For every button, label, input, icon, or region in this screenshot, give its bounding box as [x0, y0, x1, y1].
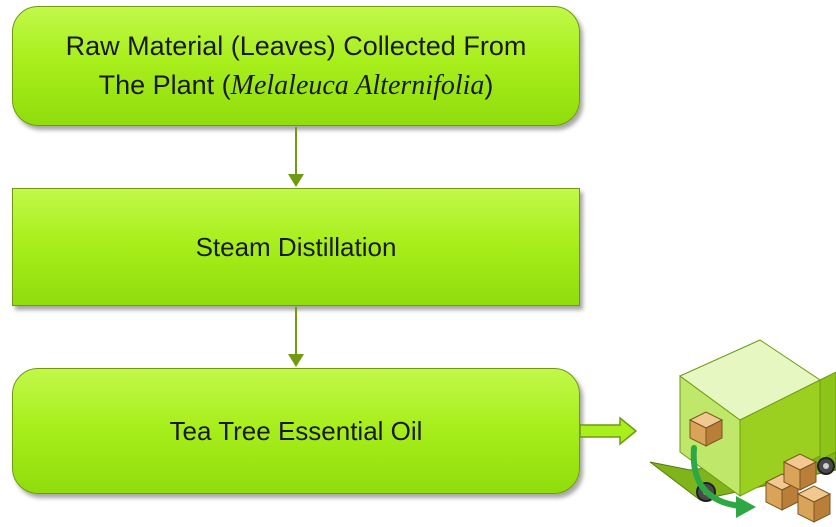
- arrow-step1-to-step2: [288, 127, 304, 187]
- step-raw-material: Raw Material (Leaves) Collected From The…: [12, 6, 580, 126]
- delivery-truck-icon: [649, 339, 836, 523]
- arrow-to-shipping: [579, 416, 638, 446]
- step-raw-material-line1: Raw Material (Leaves) Collected From: [65, 31, 527, 61]
- step-steam-distillation-label: Steam Distillation: [195, 231, 397, 262]
- line2-suffix: ): [484, 70, 494, 100]
- step-essential-oil-label: Tea Tree Essential Oil: [169, 415, 423, 446]
- step-steam-distillation: Steam Distillation: [12, 188, 580, 306]
- step-raw-material-text: Raw Material (Leaves) Collected From The…: [66, 27, 527, 105]
- step-raw-material-line2: The Plant (Melaleuca Alternifolia): [66, 66, 527, 105]
- step-essential-oil: Tea Tree Essential Oil: [12, 368, 580, 494]
- line2-prefix: The Plant (: [98, 70, 231, 100]
- plant-latin-name: Melaleuca Alternifolia: [230, 70, 485, 101]
- arrow-step2-to-step3: [288, 307, 304, 367]
